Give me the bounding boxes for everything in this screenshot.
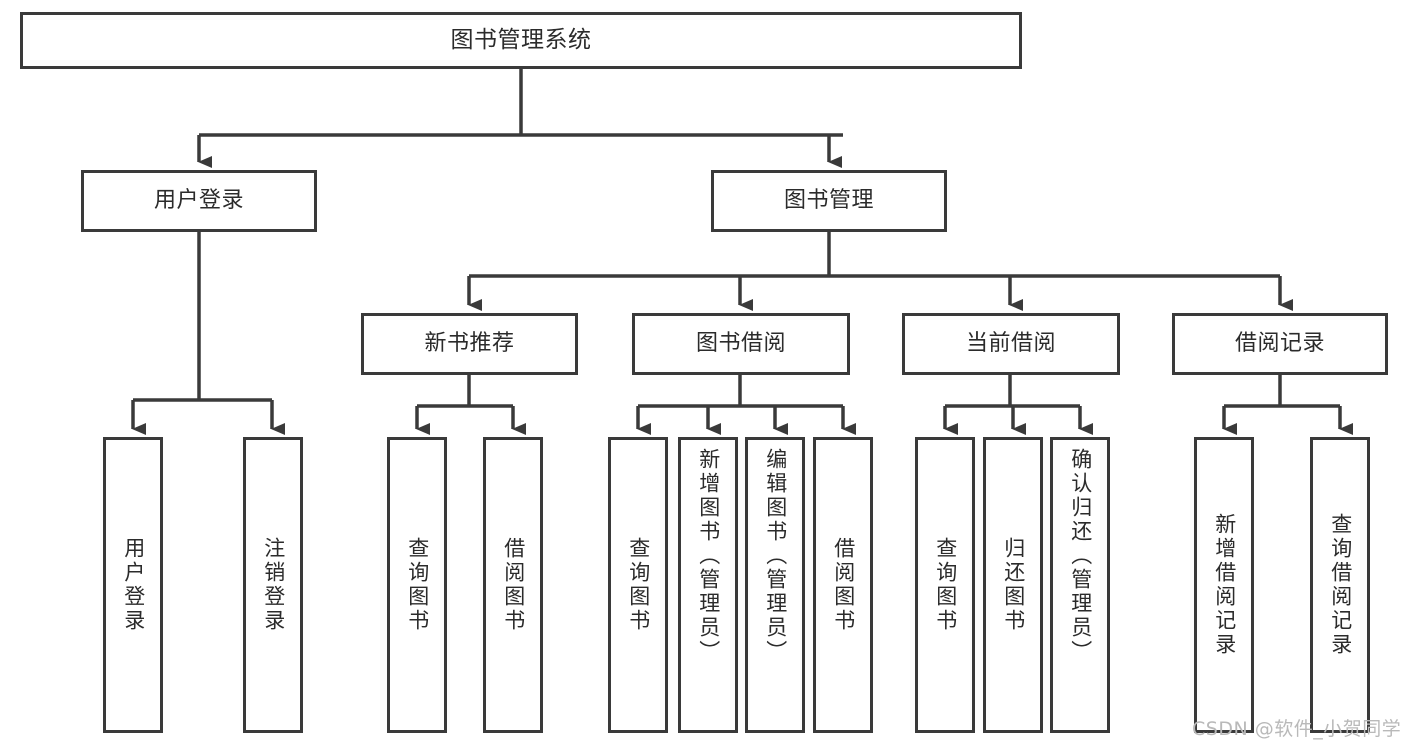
node-leaf-query-book-new[interactable]: 查询图书 [387, 437, 447, 733]
node-leaf-user-login[interactable]: 用户登录 [103, 437, 163, 733]
node-leaf-query-record-label: 查询借阅记录 [1328, 513, 1353, 657]
node-leaf-borrow-book-new-label: 借阅图书 [501, 537, 526, 633]
node-leaf-edit-book[interactable]: 编辑图书（管理员） [745, 437, 805, 733]
node-leaf-query-book[interactable]: 查询图书 [608, 437, 668, 733]
node-leaf-confirm-return[interactable]: 确认归还（管理员） [1050, 437, 1110, 733]
node-current-borrow-label: 当前借阅 [965, 331, 1056, 357]
node-leaf-borrow-book-new[interactable]: 借阅图书 [483, 437, 543, 733]
node-book-borrow[interactable]: 图书借阅 [632, 313, 850, 375]
node-leaf-user-login-label: 用户登录 [121, 537, 146, 633]
node-leaf-edit-book-label: 编辑图书（管理员） [763, 448, 788, 664]
node-leaf-add-book-label: 新增图书（管理员） [696, 448, 721, 664]
node-leaf-logout-label: 注销登录 [261, 537, 286, 633]
node-user-login-label: 用户登录 [153, 188, 244, 214]
node-leaf-borrow-book-label: 借阅图书 [831, 537, 856, 633]
node-leaf-return-book-label: 归还图书 [1001, 537, 1026, 633]
node-root[interactable]: 图书管理系统 [20, 12, 1022, 69]
node-leaf-query-book-new-label: 查询图书 [405, 537, 430, 633]
node-leaf-borrow-book[interactable]: 借阅图书 [813, 437, 873, 733]
node-leaf-add-record[interactable]: 新增借阅记录 [1194, 437, 1254, 733]
node-leaf-query-book-label: 查询图书 [626, 537, 651, 633]
node-leaf-confirm-return-label: 确认归还（管理员） [1068, 448, 1093, 664]
node-current-borrow[interactable]: 当前借阅 [902, 313, 1120, 375]
node-borrow-record[interactable]: 借阅记录 [1172, 313, 1388, 375]
node-leaf-return-book[interactable]: 归还图书 [983, 437, 1043, 733]
node-new-book-recommend[interactable]: 新书推荐 [361, 313, 578, 375]
node-leaf-query-book-current-label: 查询图书 [933, 537, 958, 633]
node-book-management[interactable]: 图书管理 [711, 170, 947, 232]
node-new-book-recommend-label: 新书推荐 [424, 331, 515, 357]
node-leaf-query-record[interactable]: 查询借阅记录 [1310, 437, 1370, 733]
node-root-label: 图书管理系统 [450, 26, 592, 53]
node-leaf-query-book-current[interactable]: 查询图书 [915, 437, 975, 733]
node-user-login[interactable]: 用户登录 [81, 170, 317, 232]
node-borrow-record-label: 借阅记录 [1234, 331, 1325, 357]
node-leaf-logout[interactable]: 注销登录 [243, 437, 303, 733]
node-book-management-label: 图书管理 [783, 188, 874, 214]
node-leaf-add-record-label: 新增借阅记录 [1212, 513, 1237, 657]
node-book-borrow-label: 图书借阅 [695, 331, 786, 357]
node-leaf-add-book[interactable]: 新增图书（管理员） [678, 437, 738, 733]
